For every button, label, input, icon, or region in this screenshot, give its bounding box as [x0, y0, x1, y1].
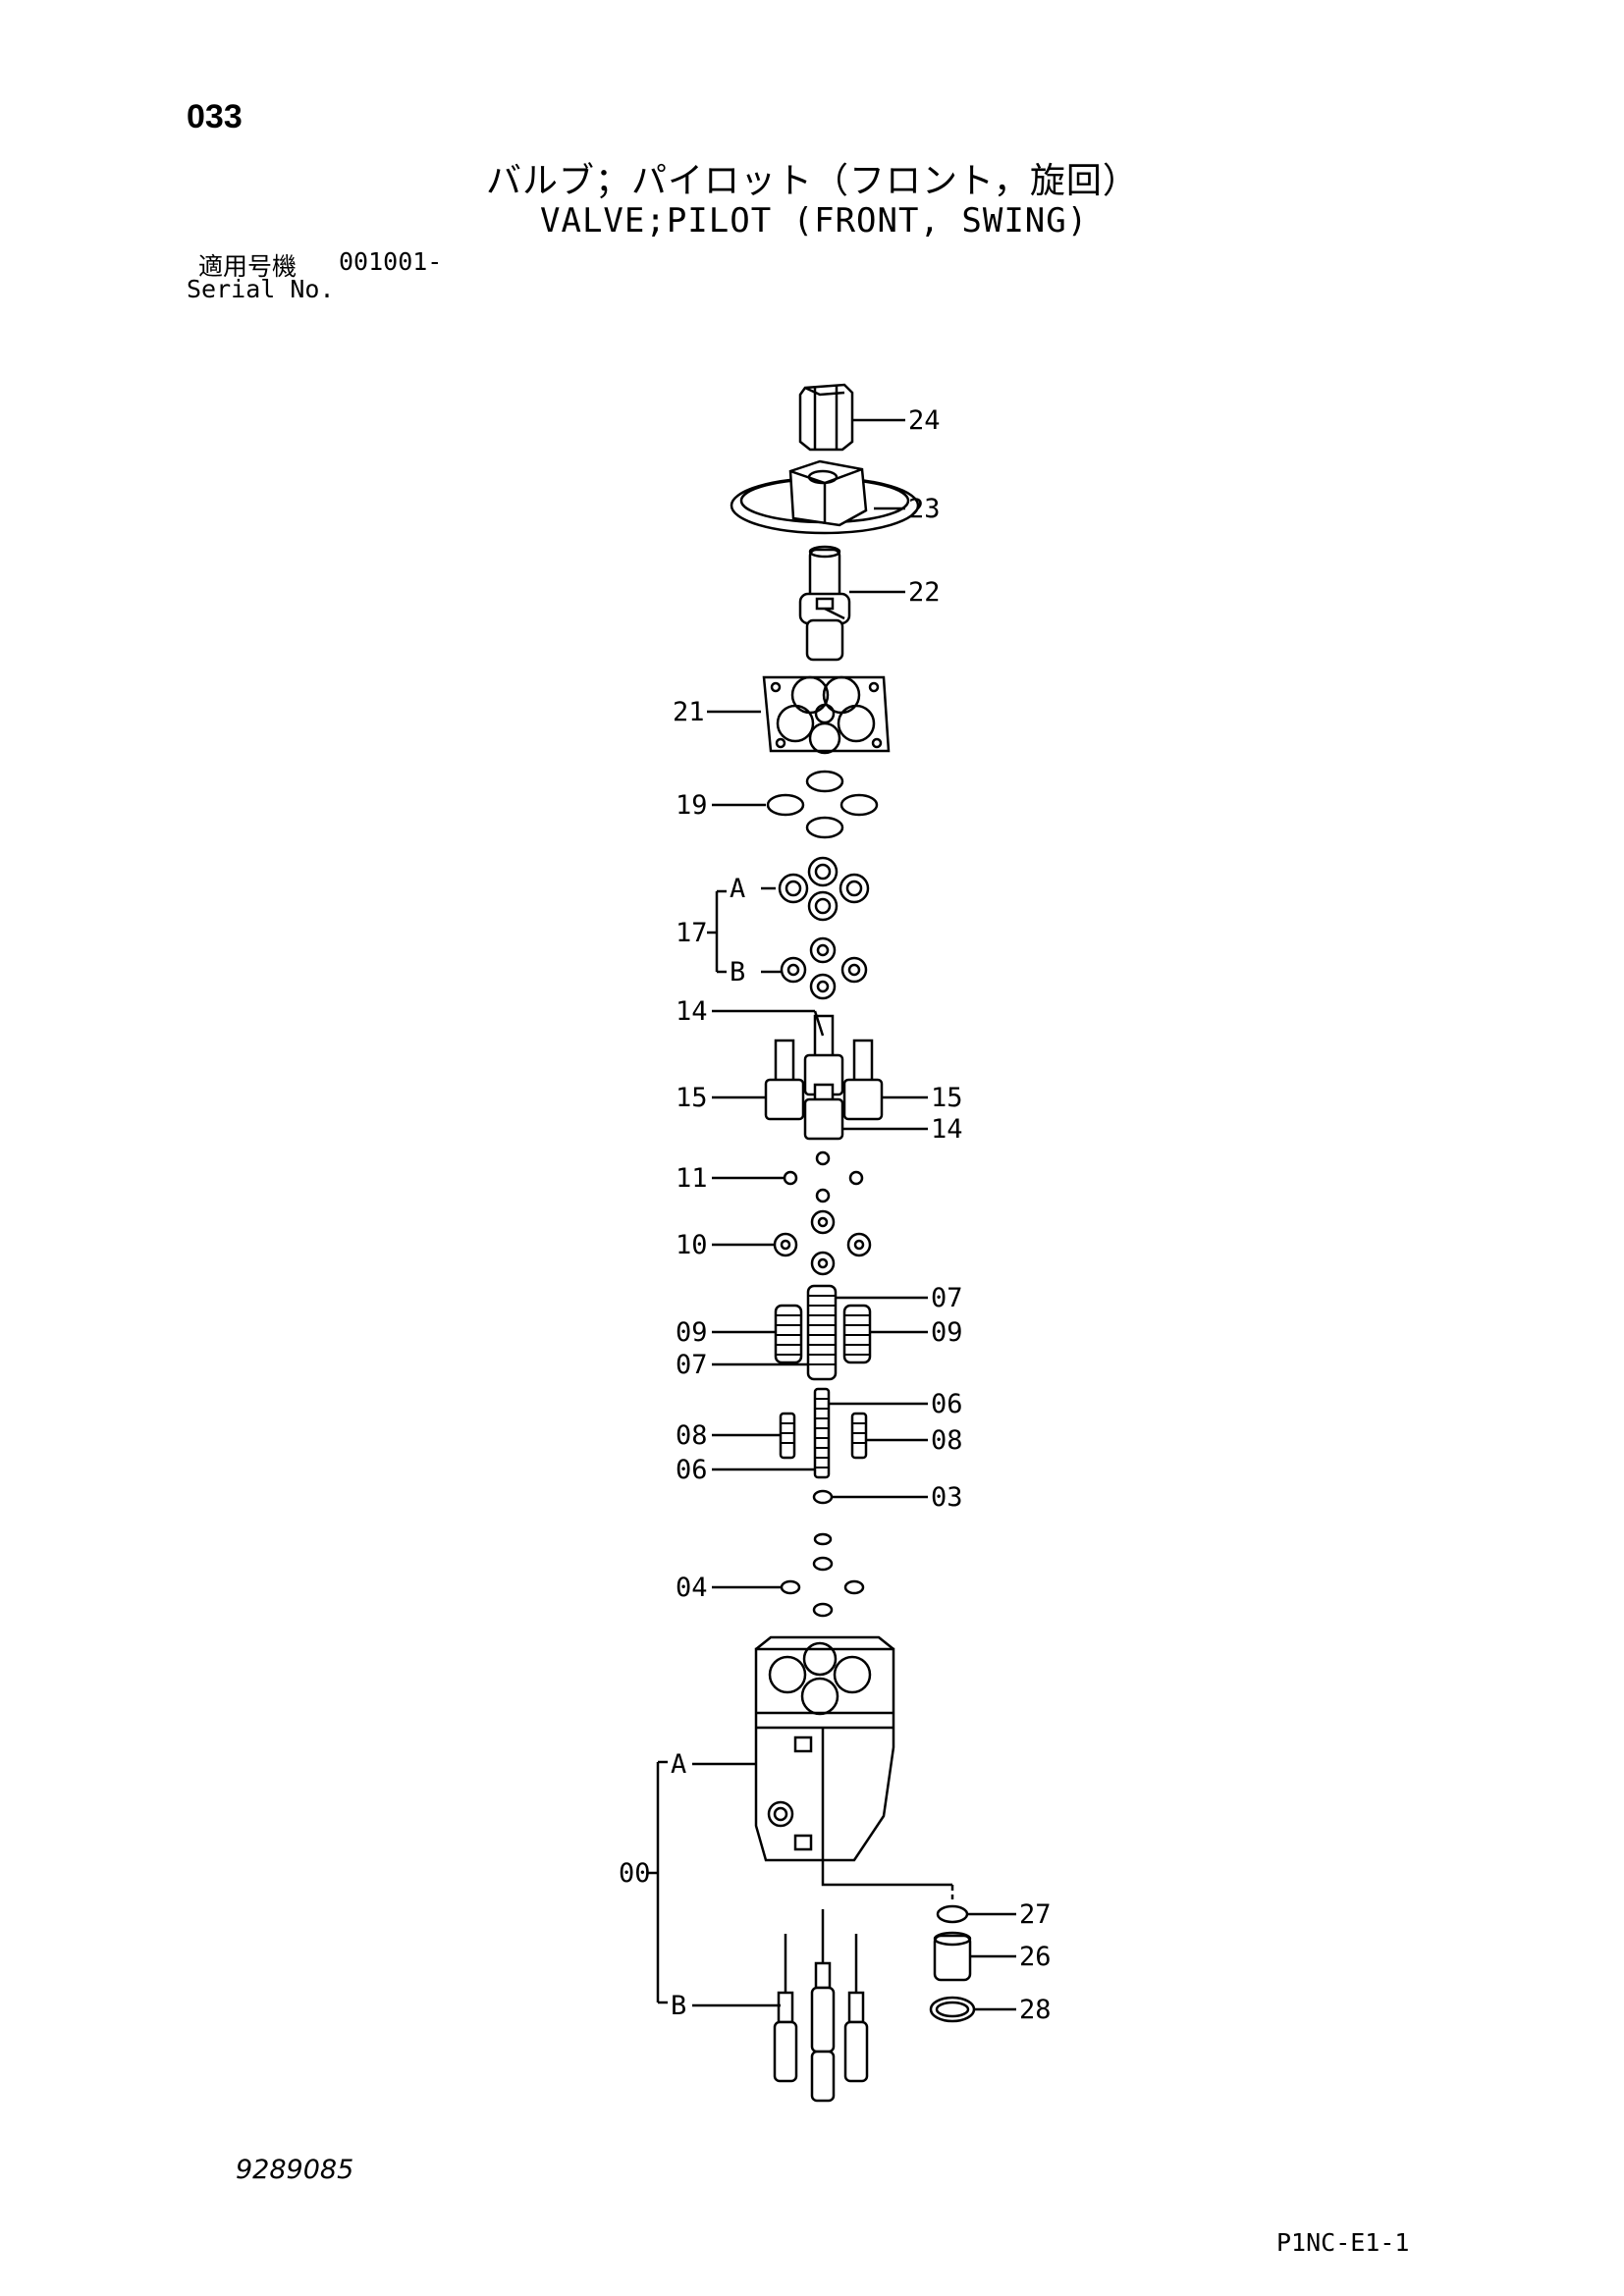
callout-22: 22	[908, 577, 941, 608]
part-10-spring-seats	[773, 1209, 872, 1276]
callout-14-top: 14	[676, 996, 708, 1027]
part-22-universal-joint	[798, 545, 851, 662]
callout-24: 24	[908, 405, 941, 436]
part-21-plate	[762, 675, 891, 755]
part-19-o-rings	[766, 770, 879, 839]
page-code: P1NC-E1-1	[1276, 2228, 1410, 2257]
part-11-washers	[783, 1150, 864, 1203]
callout-21: 21	[673, 697, 705, 727]
callout-27: 27	[1019, 1899, 1052, 1930]
serial-label-english: Serial No.	[187, 275, 335, 303]
callout-00-a: A	[671, 1749, 686, 1780]
callout-07-bottom: 07	[676, 1350, 708, 1380]
callout-08-right: 08	[931, 1425, 963, 1456]
callout-00-b: B	[671, 1991, 686, 2021]
callout-04: 04	[676, 1573, 708, 1603]
drawing-number: 9289085	[236, 2155, 354, 2185]
callout-14-bottom: 14	[931, 1114, 963, 1145]
callout-11: 11	[676, 1163, 708, 1194]
callout-07-top: 07	[931, 1283, 963, 1313]
callout-10: 10	[676, 1230, 708, 1260]
part-14-15-pushers	[764, 1014, 884, 1141]
callout-09-left: 09	[676, 1317, 708, 1348]
part-24-hex-socket	[798, 383, 854, 452]
part-04-washers	[780, 1532, 865, 1618]
callout-09-right: 09	[931, 1317, 963, 1348]
part-06-08-inner-springs	[779, 1387, 868, 1479]
callout-19: 19	[676, 790, 708, 821]
part-17-seals	[778, 856, 870, 1000]
title-english: VALVE;PILOT (FRONT, SWING)	[540, 201, 1089, 240]
part-00-casing	[754, 1635, 895, 1862]
part-03-ring	[812, 1489, 834, 1505]
callout-15-right: 15	[931, 1083, 963, 1113]
callout-03: 03	[931, 1482, 963, 1513]
page-number: 033	[187, 98, 243, 135]
callout-26: 26	[1019, 1942, 1052, 1972]
callout-08-left: 08	[676, 1420, 708, 1451]
callout-15-left: 15	[676, 1083, 708, 1113]
callout-00: 00	[619, 1858, 651, 1889]
part-07-09-springs	[774, 1284, 872, 1381]
callout-06-bottom: 06	[676, 1455, 708, 1485]
callout-06-top: 06	[931, 1389, 963, 1419]
part-26-27-28-plug	[929, 1904, 976, 2023]
callout-28: 28	[1019, 1995, 1052, 2025]
serial-value: 001001-	[339, 247, 443, 276]
callout-23: 23	[908, 494, 941, 524]
callout-17: 17	[676, 918, 708, 948]
title-japanese: バルブ；パイロット（フロント，旋回）	[486, 161, 1139, 201]
part-23-plate	[730, 459, 920, 535]
callout-17-b: B	[730, 957, 745, 988]
callout-17-a: A	[730, 874, 745, 904]
part-00-plungers	[773, 1909, 869, 2103]
serial-label-japanese: 適用号機	[198, 252, 298, 281]
